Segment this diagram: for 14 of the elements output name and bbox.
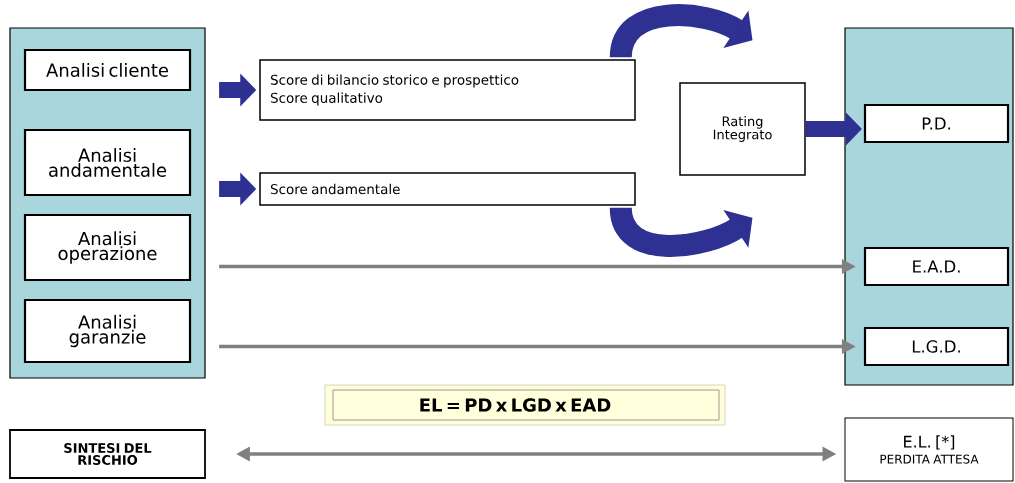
process-box: Analisi cliente: [23, 48, 192, 92]
process-box: Analisi andamentale: [23, 128, 192, 197]
process-box: Analisi operazione: [23, 213, 192, 282]
process-box: Analisi garanzie: [23, 298, 192, 364]
output-box: E.A.D.: [863, 246, 1010, 287]
arrow: [609, 4, 753, 59]
rating-box: Rating Integrato: [679, 82, 806, 176]
output-box: P.D.: [863, 103, 1010, 144]
score-box: Score andamentale: [259, 172, 636, 206]
score-box: Score di bilancio storico e prospettico Score qualitativo: [259, 59, 636, 121]
formula-box: EL = PD x LGD x EAD: [324, 384, 726, 426]
summary-box: SINTESI DEL RISCHIO: [9, 429, 206, 479]
result-box: E.L. [*] PERDITA ATTESA: [844, 417, 1014, 482]
output-box: L.G.D.: [863, 326, 1010, 367]
